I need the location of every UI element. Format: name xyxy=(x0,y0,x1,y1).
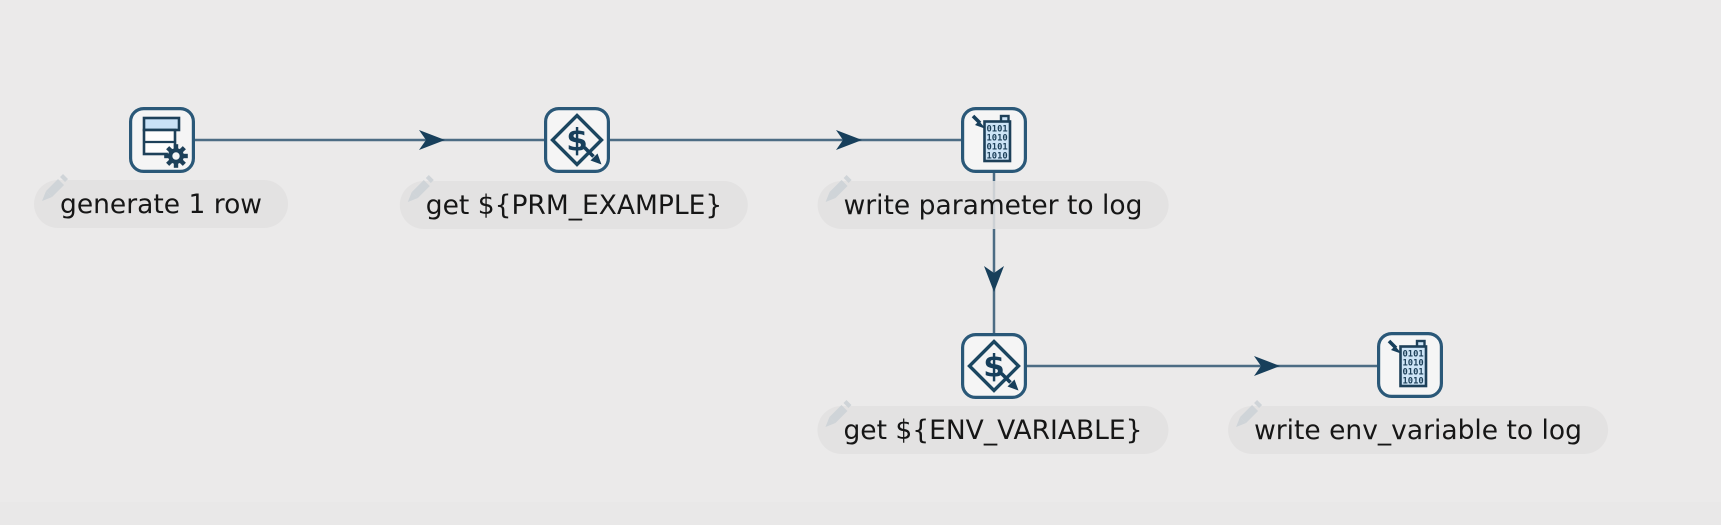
transform-label-generate-1-row[interactable]: generate 1 row xyxy=(34,174,288,228)
table-grid-gear-icon xyxy=(129,107,195,173)
transform-label-write-env-variable-to-log[interactable]: write env_variable to log xyxy=(1228,400,1608,454)
transform-label-text: get ${ENV_VARIABLE} xyxy=(843,414,1143,446)
svg-text:1010: 1010 xyxy=(987,134,1008,144)
transform-label-text: generate 1 row xyxy=(60,188,262,220)
dollar-diamond-arrow-icon: $ xyxy=(961,333,1027,399)
hop-generate-to-get-prm[interactable] xyxy=(195,130,544,150)
pencil-icon[interactable] xyxy=(36,172,72,208)
pencil-icon[interactable] xyxy=(820,173,856,209)
hop-get-env-to-write-env[interactable] xyxy=(1027,356,1377,376)
svg-text:1010: 1010 xyxy=(1403,377,1424,387)
mini-arrow-icon xyxy=(1007,379,1019,391)
hop-get-prm-to-write-param[interactable] xyxy=(610,130,961,150)
transform-node-get-prm-example[interactable]: $ xyxy=(544,107,610,173)
pencil-icon[interactable] xyxy=(819,398,855,434)
mini-arrow-icon xyxy=(590,153,602,165)
svg-text:0101: 0101 xyxy=(987,125,1008,135)
svg-text:0101: 0101 xyxy=(1403,368,1424,378)
dollar-glyph: $ xyxy=(566,123,588,159)
transform-label-write-parameter-to-log[interactable]: write parameter to log xyxy=(817,175,1169,229)
hop-arrowhead-down xyxy=(984,266,1004,292)
pencil-icon[interactable] xyxy=(402,173,438,209)
binary-text: 0101 1010 0101 1010 xyxy=(987,125,1008,162)
hop-arrowhead-right xyxy=(1254,356,1280,376)
binary-document-arrow-icon: 0101 1010 0101 1010 xyxy=(961,107,1027,173)
hop-arrowhead-right xyxy=(836,130,862,150)
transform-label-text: get ${PRM_EXAMPLE} xyxy=(425,189,723,221)
dollar-glyph: $ xyxy=(983,349,1005,385)
canvas-bottom-strip xyxy=(0,502,1721,525)
transform-node-write-parameter-to-log[interactable]: 0101 1010 0101 1010 xyxy=(961,107,1027,173)
transform-label-get-env-variable[interactable]: get ${ENV_VARIABLE} xyxy=(817,400,1169,454)
hop-arrowhead-right xyxy=(419,130,445,150)
svg-text:0101: 0101 xyxy=(987,143,1008,153)
binary-text: 0101 1010 0101 1010 xyxy=(1403,350,1424,387)
svg-text:1010: 1010 xyxy=(987,152,1008,162)
transform-label-get-prm-example[interactable]: get ${PRM_EXAMPLE} xyxy=(399,175,749,229)
transform-node-get-env-variable[interactable]: $ xyxy=(961,333,1027,399)
transform-label-text: write parameter to log xyxy=(843,189,1143,221)
transform-node-write-env-variable-to-log[interactable]: 0101 1010 0101 1010 xyxy=(1377,332,1443,398)
pencil-icon[interactable] xyxy=(1230,398,1266,434)
dollar-diamond-arrow-icon: $ xyxy=(544,107,610,173)
transform-label-text: write env_variable to log xyxy=(1254,414,1582,446)
transform-node-generate-1-row[interactable] xyxy=(129,107,195,173)
binary-document-arrow-icon: 0101 1010 0101 1010 xyxy=(1377,332,1443,398)
svg-text:0101: 0101 xyxy=(1403,350,1424,360)
svg-text:1010: 1010 xyxy=(1403,359,1424,369)
